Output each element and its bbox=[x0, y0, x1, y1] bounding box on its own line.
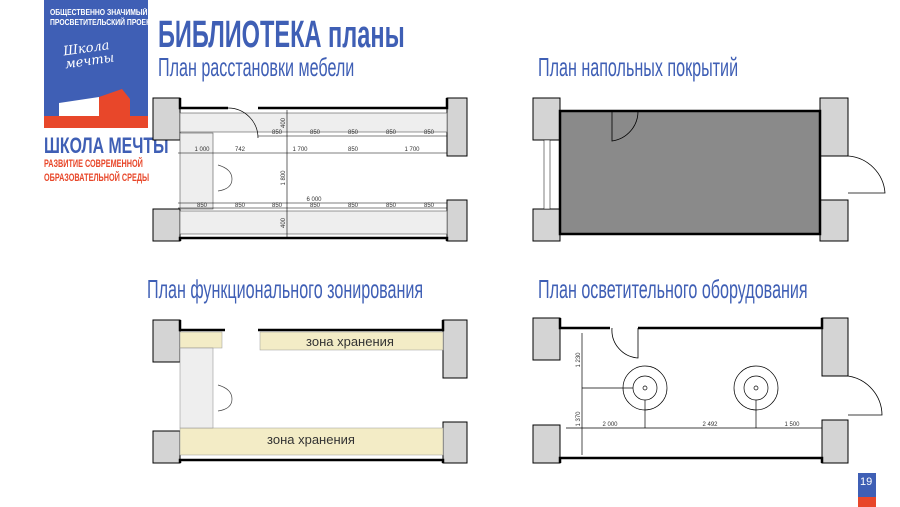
logo-line1: ОБЩЕСТВЕННО ЗНАЧИМЫЙ bbox=[50, 8, 148, 17]
dim: 850 bbox=[348, 147, 359, 153]
dim: 400 bbox=[281, 117, 287, 128]
dim: 2 000 bbox=[602, 422, 618, 428]
zone-label: зона хранения bbox=[306, 334, 394, 349]
dim: 850 bbox=[348, 203, 359, 209]
zoning-plan: зона хранения зона хранения bbox=[152, 319, 468, 464]
dim: 850 bbox=[272, 203, 283, 209]
page-title-text: БИБЛИОТЕКА планы bbox=[158, 14, 405, 56]
door-icon bbox=[847, 375, 883, 416]
t3: План осветительного оборудования bbox=[538, 274, 808, 304]
chair-icon bbox=[217, 164, 233, 192]
t1: План напольных покрытий bbox=[538, 52, 739, 82]
dim: 1 700 bbox=[292, 147, 308, 153]
dim: 850 bbox=[424, 203, 435, 209]
brand-name-text: ШКОЛА МЕЧТЫ bbox=[44, 133, 169, 158]
floor-plan bbox=[532, 97, 886, 242]
building-icon bbox=[44, 89, 148, 128]
dim: 850 bbox=[235, 203, 246, 209]
floor-covering bbox=[558, 109, 822, 236]
dim: 850 bbox=[197, 203, 208, 209]
brand-name: ШКОЛА МЕЧТЫ bbox=[44, 133, 217, 159]
dim: 1 370 bbox=[576, 411, 582, 427]
t0: План расстановки мебели bbox=[158, 52, 355, 82]
dim: 1 800 bbox=[281, 170, 287, 186]
logo-line2: ПРОСВЕТИТЕЛЬСКИЙ ПРОЕКТ bbox=[50, 18, 148, 27]
dim: 1 500 bbox=[784, 422, 800, 428]
dim: 1 000 bbox=[194, 147, 210, 153]
page-number-badge: 19 bbox=[858, 473, 876, 507]
plan-title-lighting: План осветительного оборудования bbox=[538, 274, 900, 305]
dim: 850 bbox=[310, 130, 321, 136]
zone-label: зона хранения bbox=[267, 432, 355, 447]
dim: 1 230 bbox=[576, 352, 582, 368]
dim: 1 700 bbox=[404, 147, 420, 153]
dim: 850 bbox=[310, 203, 321, 209]
furniture-plan: 850 850 850 850 850 1 000 742 1 700 850 … bbox=[152, 97, 468, 242]
sub2: ОБРАЗОВАТЕЛЬНОЙ СРЕДЫ bbox=[44, 172, 150, 184]
plan-title-floor: План напольных покрытий bbox=[538, 52, 861, 83]
ceiling-light-icon bbox=[566, 333, 822, 455]
page-number: 19 bbox=[860, 476, 873, 488]
plan-title-zoning: План функционального зонирования bbox=[147, 274, 592, 305]
lighting-plan: 1 230 1 370 2 000 2 492 1 500 bbox=[532, 317, 883, 464]
dim-total: 6 000 bbox=[306, 197, 322, 203]
dim: 2 492 bbox=[702, 422, 718, 428]
dim: 850 bbox=[348, 130, 359, 136]
dim: 850 bbox=[424, 130, 435, 136]
chair-icon bbox=[217, 384, 233, 412]
dim: 850 bbox=[386, 130, 397, 136]
storage-zone-top bbox=[259, 331, 444, 351]
dim: 400 bbox=[281, 217, 287, 228]
page-title: БИБЛИОТЕКА планы bbox=[158, 14, 556, 57]
storage-zone-bottom bbox=[179, 427, 444, 456]
sub1: РАЗВИТИЕ СОВРЕМЕННОЙ bbox=[44, 158, 143, 170]
plan-title-furniture: План расстановки мебели bbox=[158, 52, 475, 83]
brand-subtitle: РАЗВИТИЕ СОВРЕМЕННОЙ ОБРАЗОВАТЕЛЬНОЙ СРЕД… bbox=[44, 157, 203, 185]
dim: 850 bbox=[272, 130, 283, 136]
t2: План функционального зонирования bbox=[147, 274, 424, 304]
dim: 850 bbox=[386, 203, 397, 209]
dim: 742 bbox=[235, 147, 246, 153]
door-icon bbox=[847, 155, 886, 194]
